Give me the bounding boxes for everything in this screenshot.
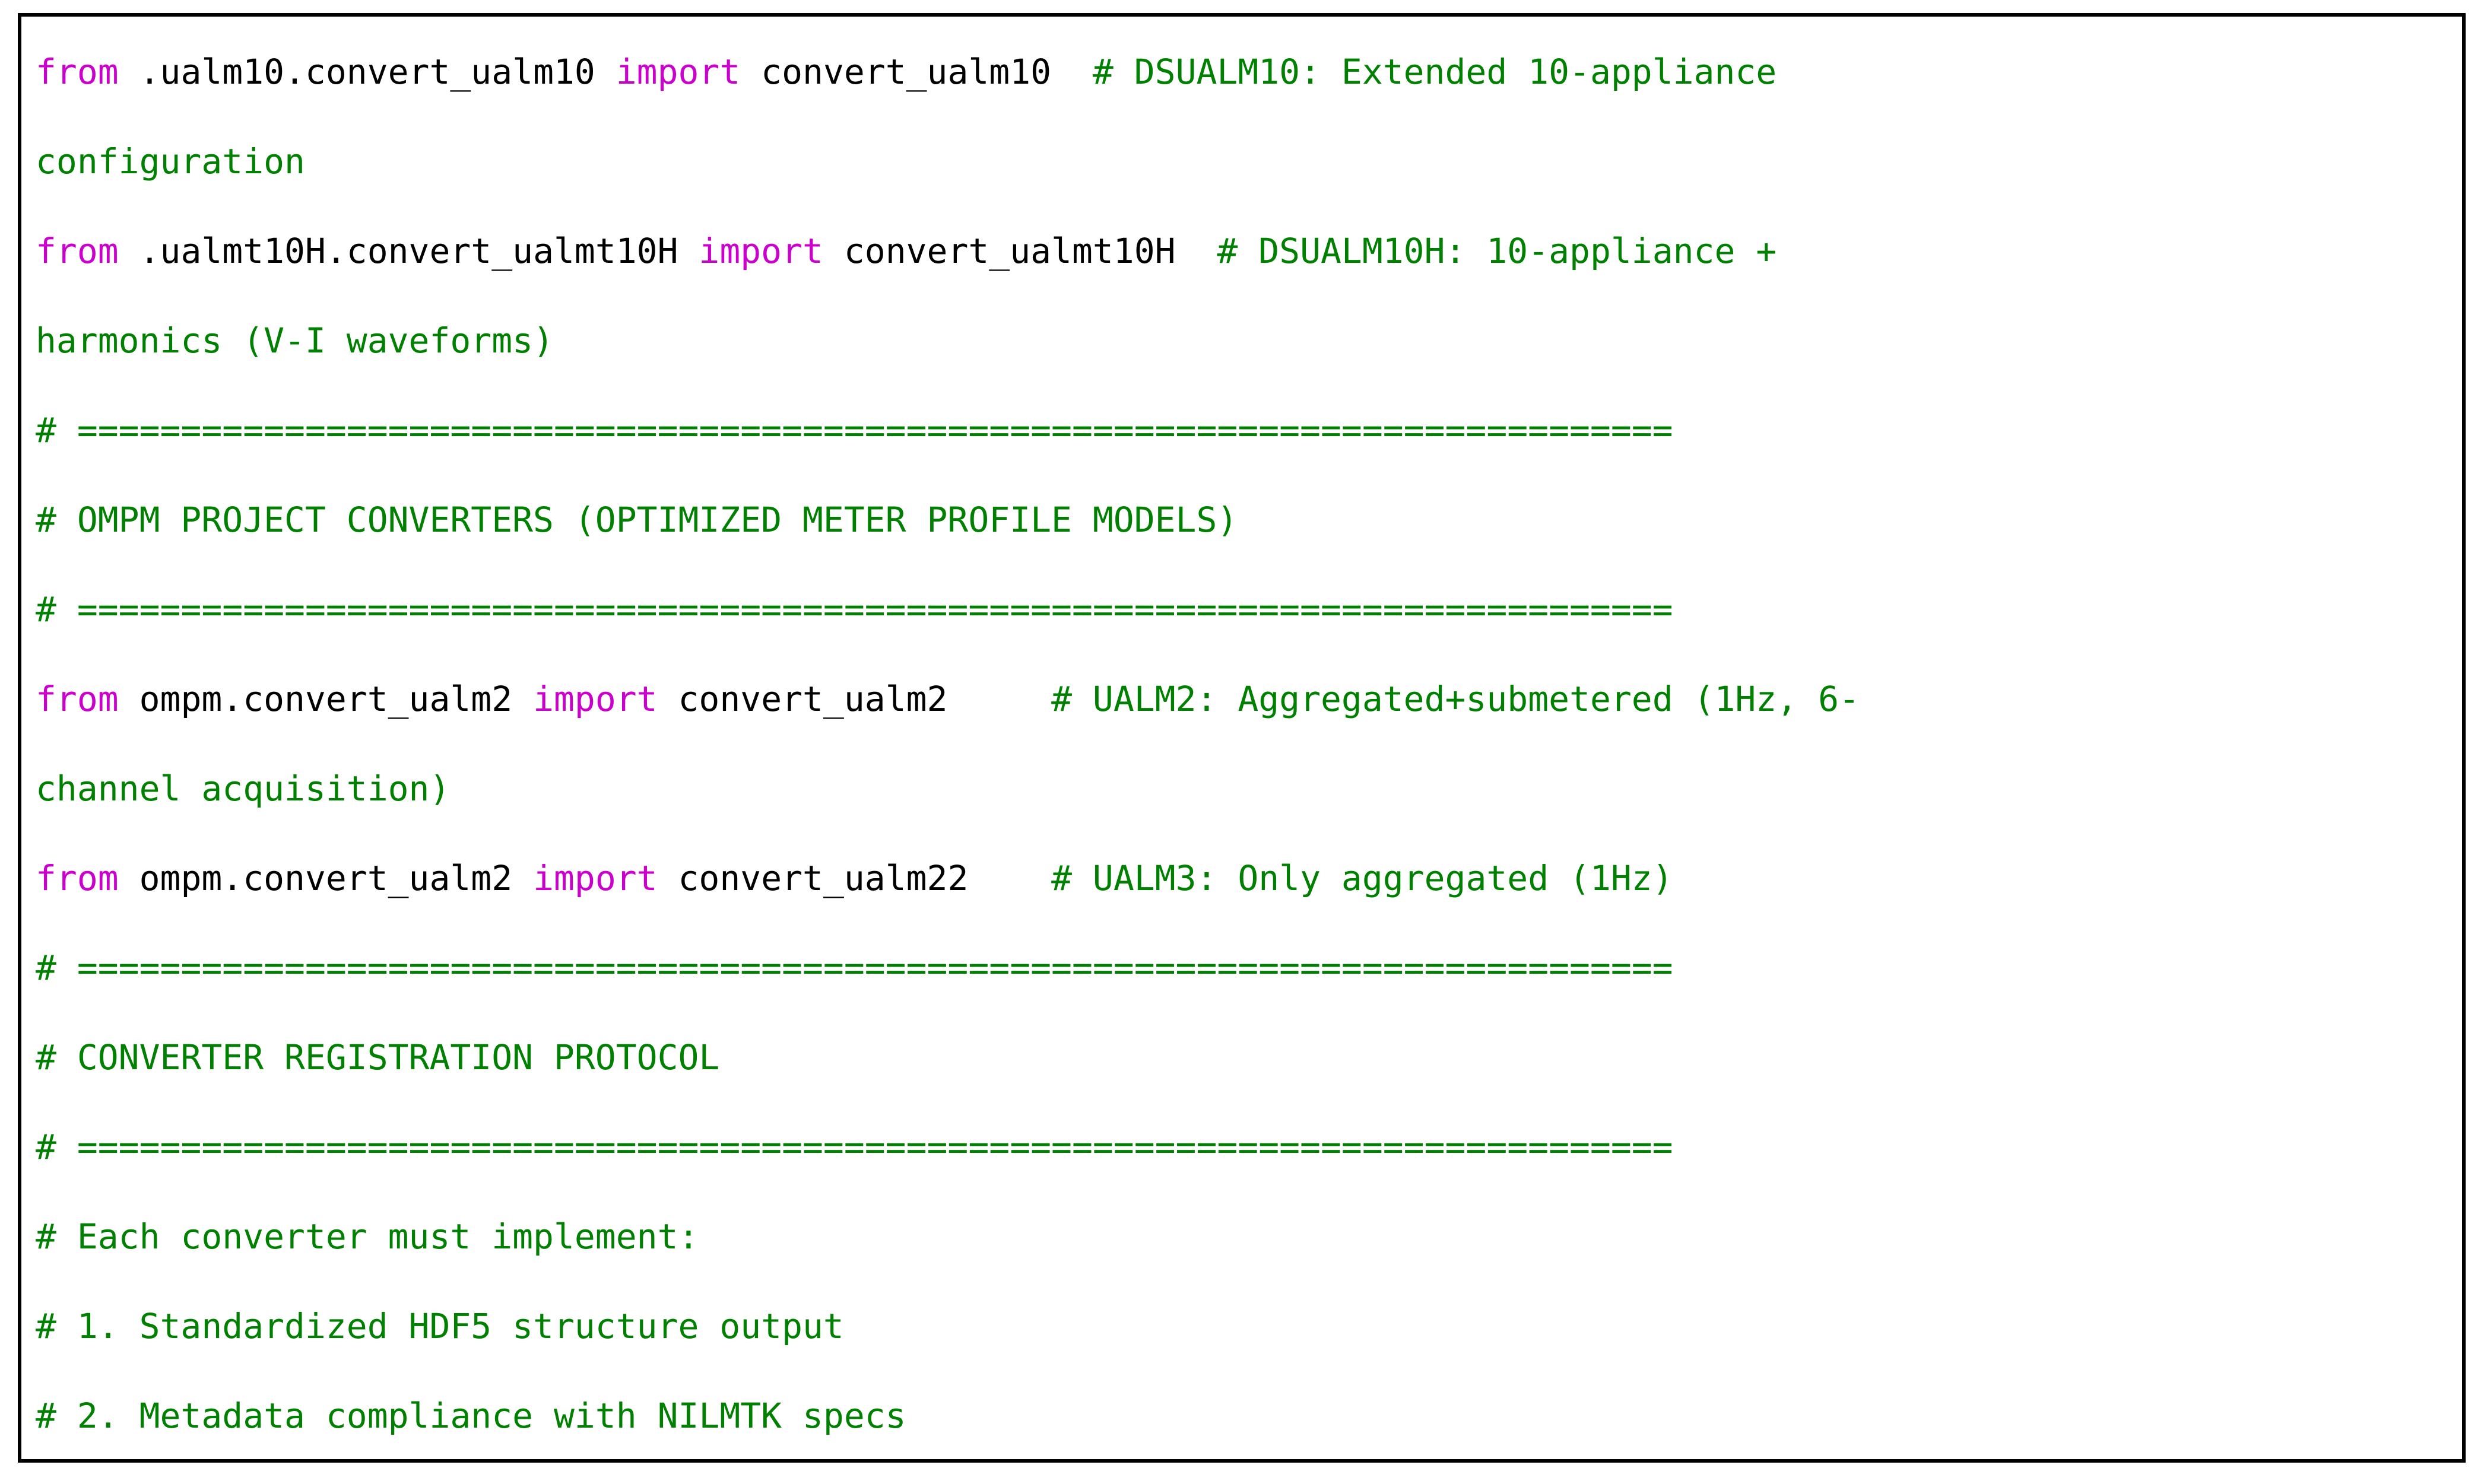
code-token-kw: from	[36, 679, 119, 719]
code-line: # CONVERTER REGISTRATION PROTOCOL	[36, 1013, 2462, 1102]
code-token-comment: # 2. Metadata compliance with NILMTK spe…	[36, 1396, 906, 1436]
code-token-plain: convert_ualm10	[740, 52, 1093, 92]
code-token-comment: # CONVERTER REGISTRATION PROTOCOL	[36, 1037, 720, 1078]
code-line: # 2. Metadata compliance with NILMTK spe…	[36, 1371, 2462, 1459]
code-token-plain: .ualmt10H.convert_ualmt10H	[118, 231, 699, 271]
code-token-plain: ompm.convert_ualm2	[118, 679, 534, 719]
code-token-comment: channel acquisition)	[36, 768, 451, 809]
code-line: from .ualm10.convert_ualm10 import conve…	[36, 27, 2462, 117]
code-token-comment: # DSUALM10H: 10-appliance +	[1217, 231, 1777, 271]
code-line: # 1. Standardized HDF5 structure output	[36, 1282, 2462, 1371]
code-token-kw: import	[616, 52, 741, 92]
code-token-plain: convert_ualmt10H	[823, 231, 1217, 271]
code-token-kw: import	[699, 231, 823, 271]
code-line: # Each converter must implement:	[36, 1192, 2462, 1282]
code-line: # ======================================…	[36, 923, 2462, 1013]
code-line: # ======================================…	[36, 386, 2462, 475]
code-token-comment: # ======================================…	[36, 1127, 1673, 1167]
code-token-kw: from	[36, 52, 119, 92]
code-token-kw: import	[533, 858, 658, 898]
code-line: # 3. Automatic format detection from sou…	[36, 1461, 2462, 1463]
code-line: from ompm.convert_ualm2 import convert_u…	[36, 654, 2462, 744]
code-token-comment: # UALM2: Aggregated+submetered (1Hz, 6-	[1051, 679, 1860, 719]
code-line: # OMPM PROJECT CONVERTERS (OPTIMIZED MET…	[36, 475, 2462, 565]
code-token-comment: # ======================================…	[36, 589, 1673, 630]
code-token-comment: # OMPM PROJECT CONVERTERS (OPTIMIZED MET…	[36, 500, 1238, 540]
code-line: harmonics (V-I waveforms)	[36, 296, 2462, 386]
code-token-kw: import	[533, 679, 658, 719]
code-listing-frame: from .ualm10.convert_ualm10 import conve…	[18, 13, 2466, 1463]
code-token-comment: # ======================================…	[36, 948, 1673, 988]
code-line: configuration	[36, 117, 2462, 206]
code-line: from .ualmt10H.convert_ualmt10H import c…	[36, 206, 2462, 296]
code-token-comment: # Each converter must implement:	[36, 1216, 699, 1257]
code-token-comment: harmonics (V-I waveforms)	[36, 320, 554, 361]
code-token-comment: configuration	[36, 141, 305, 182]
code-token-plain: convert_ualm2	[657, 679, 1052, 719]
code-line: # ======================================…	[36, 1102, 2462, 1192]
code-token-plain: convert_ualm22	[657, 858, 1052, 898]
code-line: from ompm.convert_ualm2 import convert_u…	[36, 834, 2462, 923]
code-token-comment: # UALM3: Only aggregated (1Hz)	[1051, 858, 1673, 898]
code-token-comment: # DSUALM10: Extended 10-appliance	[1092, 52, 1777, 92]
code-token-kw: from	[36, 231, 119, 271]
code-block[interactable]: from .ualm10.convert_ualm10 import conve…	[21, 17, 2462, 1463]
code-token-plain: ompm.convert_ualm2	[118, 858, 534, 898]
code-token-comment: # ======================================…	[36, 410, 1673, 450]
code-token-plain: .ualm10.convert_ualm10	[118, 52, 616, 92]
code-token-comment: # 1. Standardized HDF5 structure output	[36, 1306, 844, 1346]
code-line: channel acquisition)	[36, 744, 2462, 834]
code-line: # ======================================…	[36, 565, 2462, 654]
code-token-kw: from	[36, 858, 119, 898]
